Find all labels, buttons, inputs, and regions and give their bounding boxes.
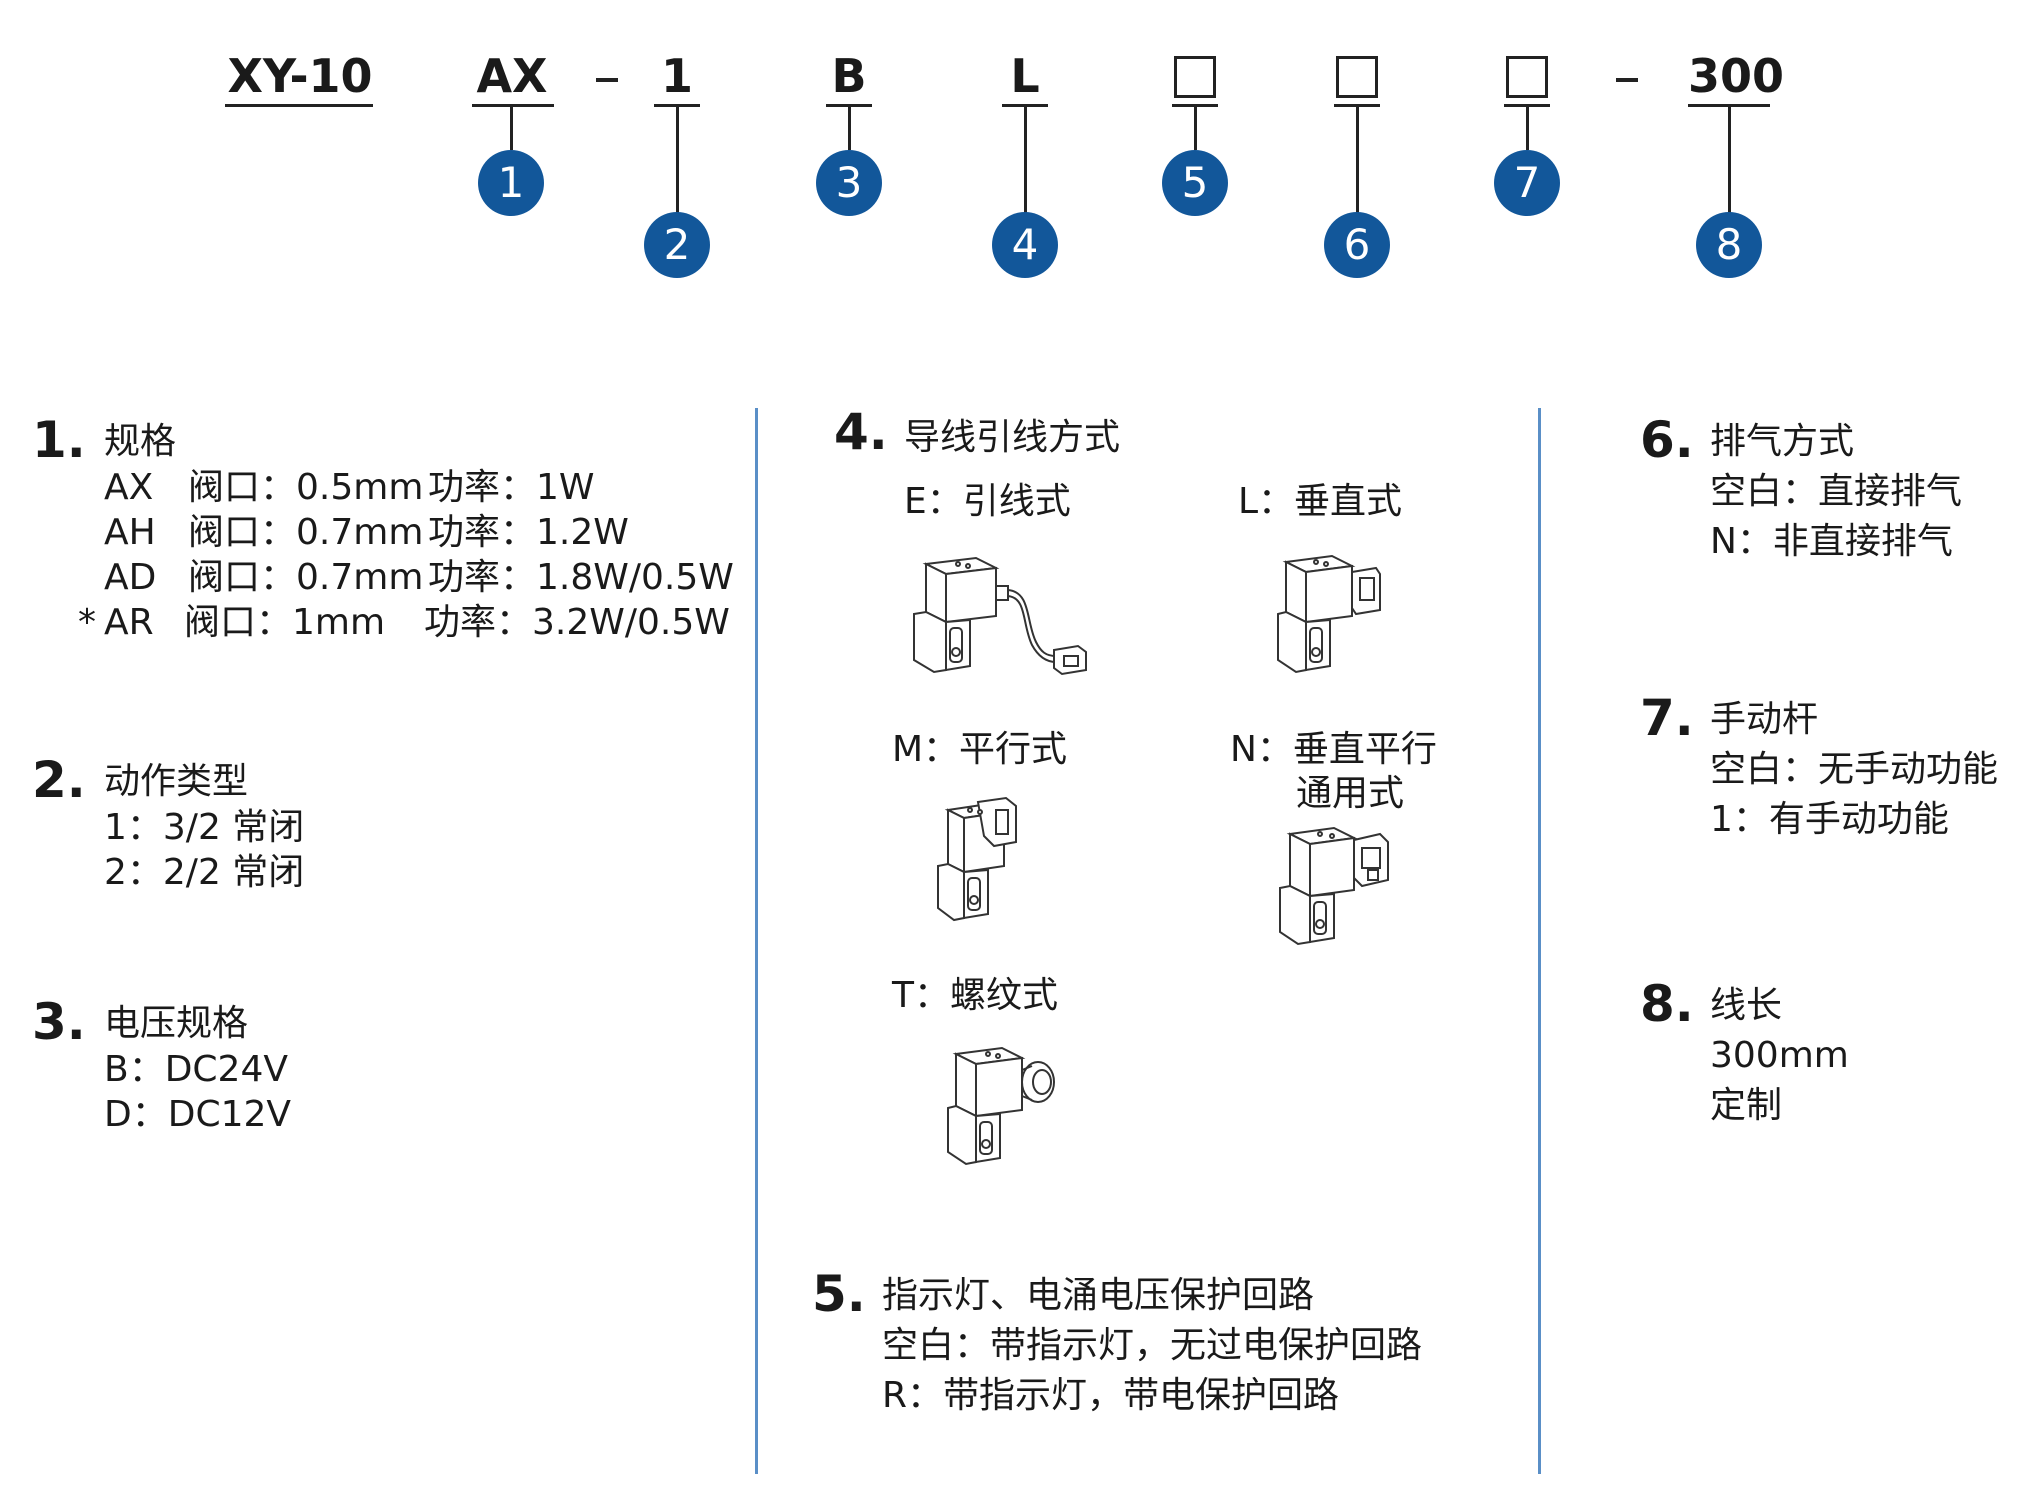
section-title: 排气方式: [1710, 421, 1855, 462]
section-number: 6.: [1640, 411, 1694, 469]
section-line: B：DC24V: [104, 1049, 288, 1090]
spec-power: 功率：3.2W/0.5W: [424, 602, 730, 643]
code-underline: [1688, 104, 1770, 107]
spec-power: 功率：1.8W/0.5W: [428, 557, 734, 598]
badge-3: 3: [816, 150, 882, 216]
code-prefix: XY-10: [227, 49, 373, 103]
code-seg-spec: AX: [476, 49, 548, 103]
section-title: 规格: [104, 421, 177, 462]
section-title: 指示灯、电涌电压保护回路: [882, 1275, 1315, 1316]
code-underline: [1504, 104, 1550, 107]
badge-7: 7: [1494, 150, 1560, 216]
code-placeholder-box: [1336, 56, 1378, 98]
spec-code: AH: [104, 512, 156, 553]
lead-option-m: M：平行式: [892, 729, 1068, 770]
spec-port: 阀口：0.5mm: [188, 467, 424, 508]
spec-port: 阀口：1mm: [184, 602, 386, 643]
code-dash: [1616, 78, 1638, 82]
valve-lead-wire-icon: [913, 556, 1087, 676]
section-number: 2.: [32, 751, 86, 809]
section-number: 1.: [32, 411, 86, 469]
section-line: 1：3/2 常闭: [104, 807, 305, 848]
code-stem: [510, 106, 513, 150]
code-seg-action: 1: [660, 49, 693, 103]
spec-port: 阀口：0.7mm: [188, 512, 424, 553]
column-divider-left: [755, 408, 758, 1474]
section-number: 4.: [834, 403, 888, 461]
badge-5: 5: [1162, 150, 1228, 216]
section-title: 电压规格: [104, 1003, 249, 1044]
code-stem: [1356, 106, 1359, 214]
section-number: 3.: [32, 993, 86, 1051]
code-underline: [1334, 104, 1380, 107]
code-underline: [1002, 104, 1048, 107]
section-line: 300mm: [1710, 1035, 1849, 1076]
section-line: 定制: [1710, 1085, 1783, 1126]
lead-option-n-sub: 通用式: [1296, 773, 1405, 814]
code-stem: [1024, 106, 1027, 214]
badge-8: 8: [1696, 212, 1762, 278]
code-seg-length: 300: [1688, 49, 1785, 103]
valve-parallel-icon: [937, 796, 1017, 922]
spec-code: AD: [104, 557, 157, 598]
code-placeholder-box: [1506, 56, 1548, 98]
code-stem: [848, 106, 851, 150]
section-line: 空白：无手动功能: [1710, 749, 1999, 790]
section-line: 1：有手动功能: [1710, 799, 1949, 840]
column-divider-right: [1538, 408, 1541, 1474]
badge-4: 4: [992, 212, 1058, 278]
lead-option-n: N：垂直平行: [1230, 729, 1437, 770]
section-title: 手动杆: [1710, 699, 1819, 740]
valve-vertical-icon: [1277, 554, 1381, 674]
valve-threaded-icon: [947, 1046, 1055, 1166]
lead-option-e: E：引线式: [904, 481, 1071, 522]
lead-option-t: T：螺纹式: [892, 975, 1058, 1016]
section-number: 8.: [1640, 975, 1694, 1033]
spec-code: AX: [104, 467, 154, 508]
valve-universal-icon: [1279, 826, 1389, 946]
code-stem: [1194, 106, 1197, 150]
spec-code: AR: [104, 602, 154, 643]
section-line: R：带指示灯，带电保护回路: [882, 1375, 1340, 1416]
code-stem: [1526, 106, 1529, 150]
code-underline: [472, 104, 554, 107]
section-line: N：非直接排气: [1710, 521, 1953, 562]
code-dash: [596, 78, 618, 82]
section-line: 空白：直接排气: [1710, 471, 1963, 512]
section-title: 动作类型: [104, 761, 249, 802]
lead-option-l: L：垂直式: [1238, 481, 1403, 522]
code-underline: [826, 104, 872, 107]
section-number: 5.: [812, 1265, 866, 1323]
code-seg-voltage: B: [831, 49, 867, 103]
section-title: 导线引线方式: [904, 417, 1121, 458]
code-stem: [676, 106, 679, 214]
badge-6: 6: [1324, 212, 1390, 278]
code-underline: [225, 104, 373, 107]
spec-power: 功率：1W: [428, 467, 595, 508]
code-underline: [654, 104, 700, 107]
section-title: 线长: [1710, 985, 1783, 1026]
badge-2: 2: [644, 212, 710, 278]
section-number: 7.: [1640, 689, 1694, 747]
section-line: 空白：带指示灯，无过电保护回路: [882, 1325, 1423, 1366]
spec-mark: *: [78, 602, 96, 643]
code-stem: [1728, 106, 1731, 214]
spec-port: 阀口：0.7mm: [188, 557, 424, 598]
badge-1: 1: [478, 150, 544, 216]
code-underline: [1172, 104, 1218, 107]
section-line: 2：2/2 常闭: [104, 852, 305, 893]
code-placeholder-box: [1174, 56, 1216, 98]
code-seg-lead: L: [1010, 49, 1040, 103]
section-line: D：DC12V: [104, 1094, 292, 1135]
spec-power: 功率：1.2W: [428, 512, 629, 553]
